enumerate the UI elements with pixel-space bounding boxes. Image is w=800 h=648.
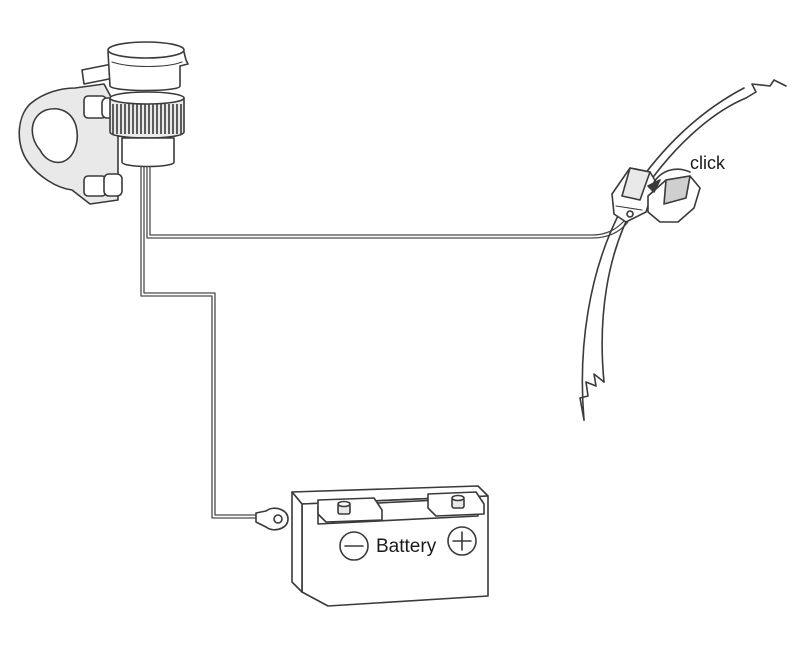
switch-clip: [611, 167, 701, 223]
fairing-panel: [579, 79, 787, 421]
battery: [291, 485, 489, 607]
knurled-ring: [112, 104, 182, 134]
minus-terminal-icon: [339, 531, 369, 561]
curved-arrow-icon: [647, 168, 691, 193]
ring-terminal: [255, 507, 289, 531]
battery-label: Battery: [376, 536, 437, 557]
wiring: [140, 166, 629, 519]
plus-terminal-icon: [447, 526, 477, 556]
click-label: click: [690, 153, 726, 173]
handlebar-socket-assembly: [18, 41, 189, 205]
